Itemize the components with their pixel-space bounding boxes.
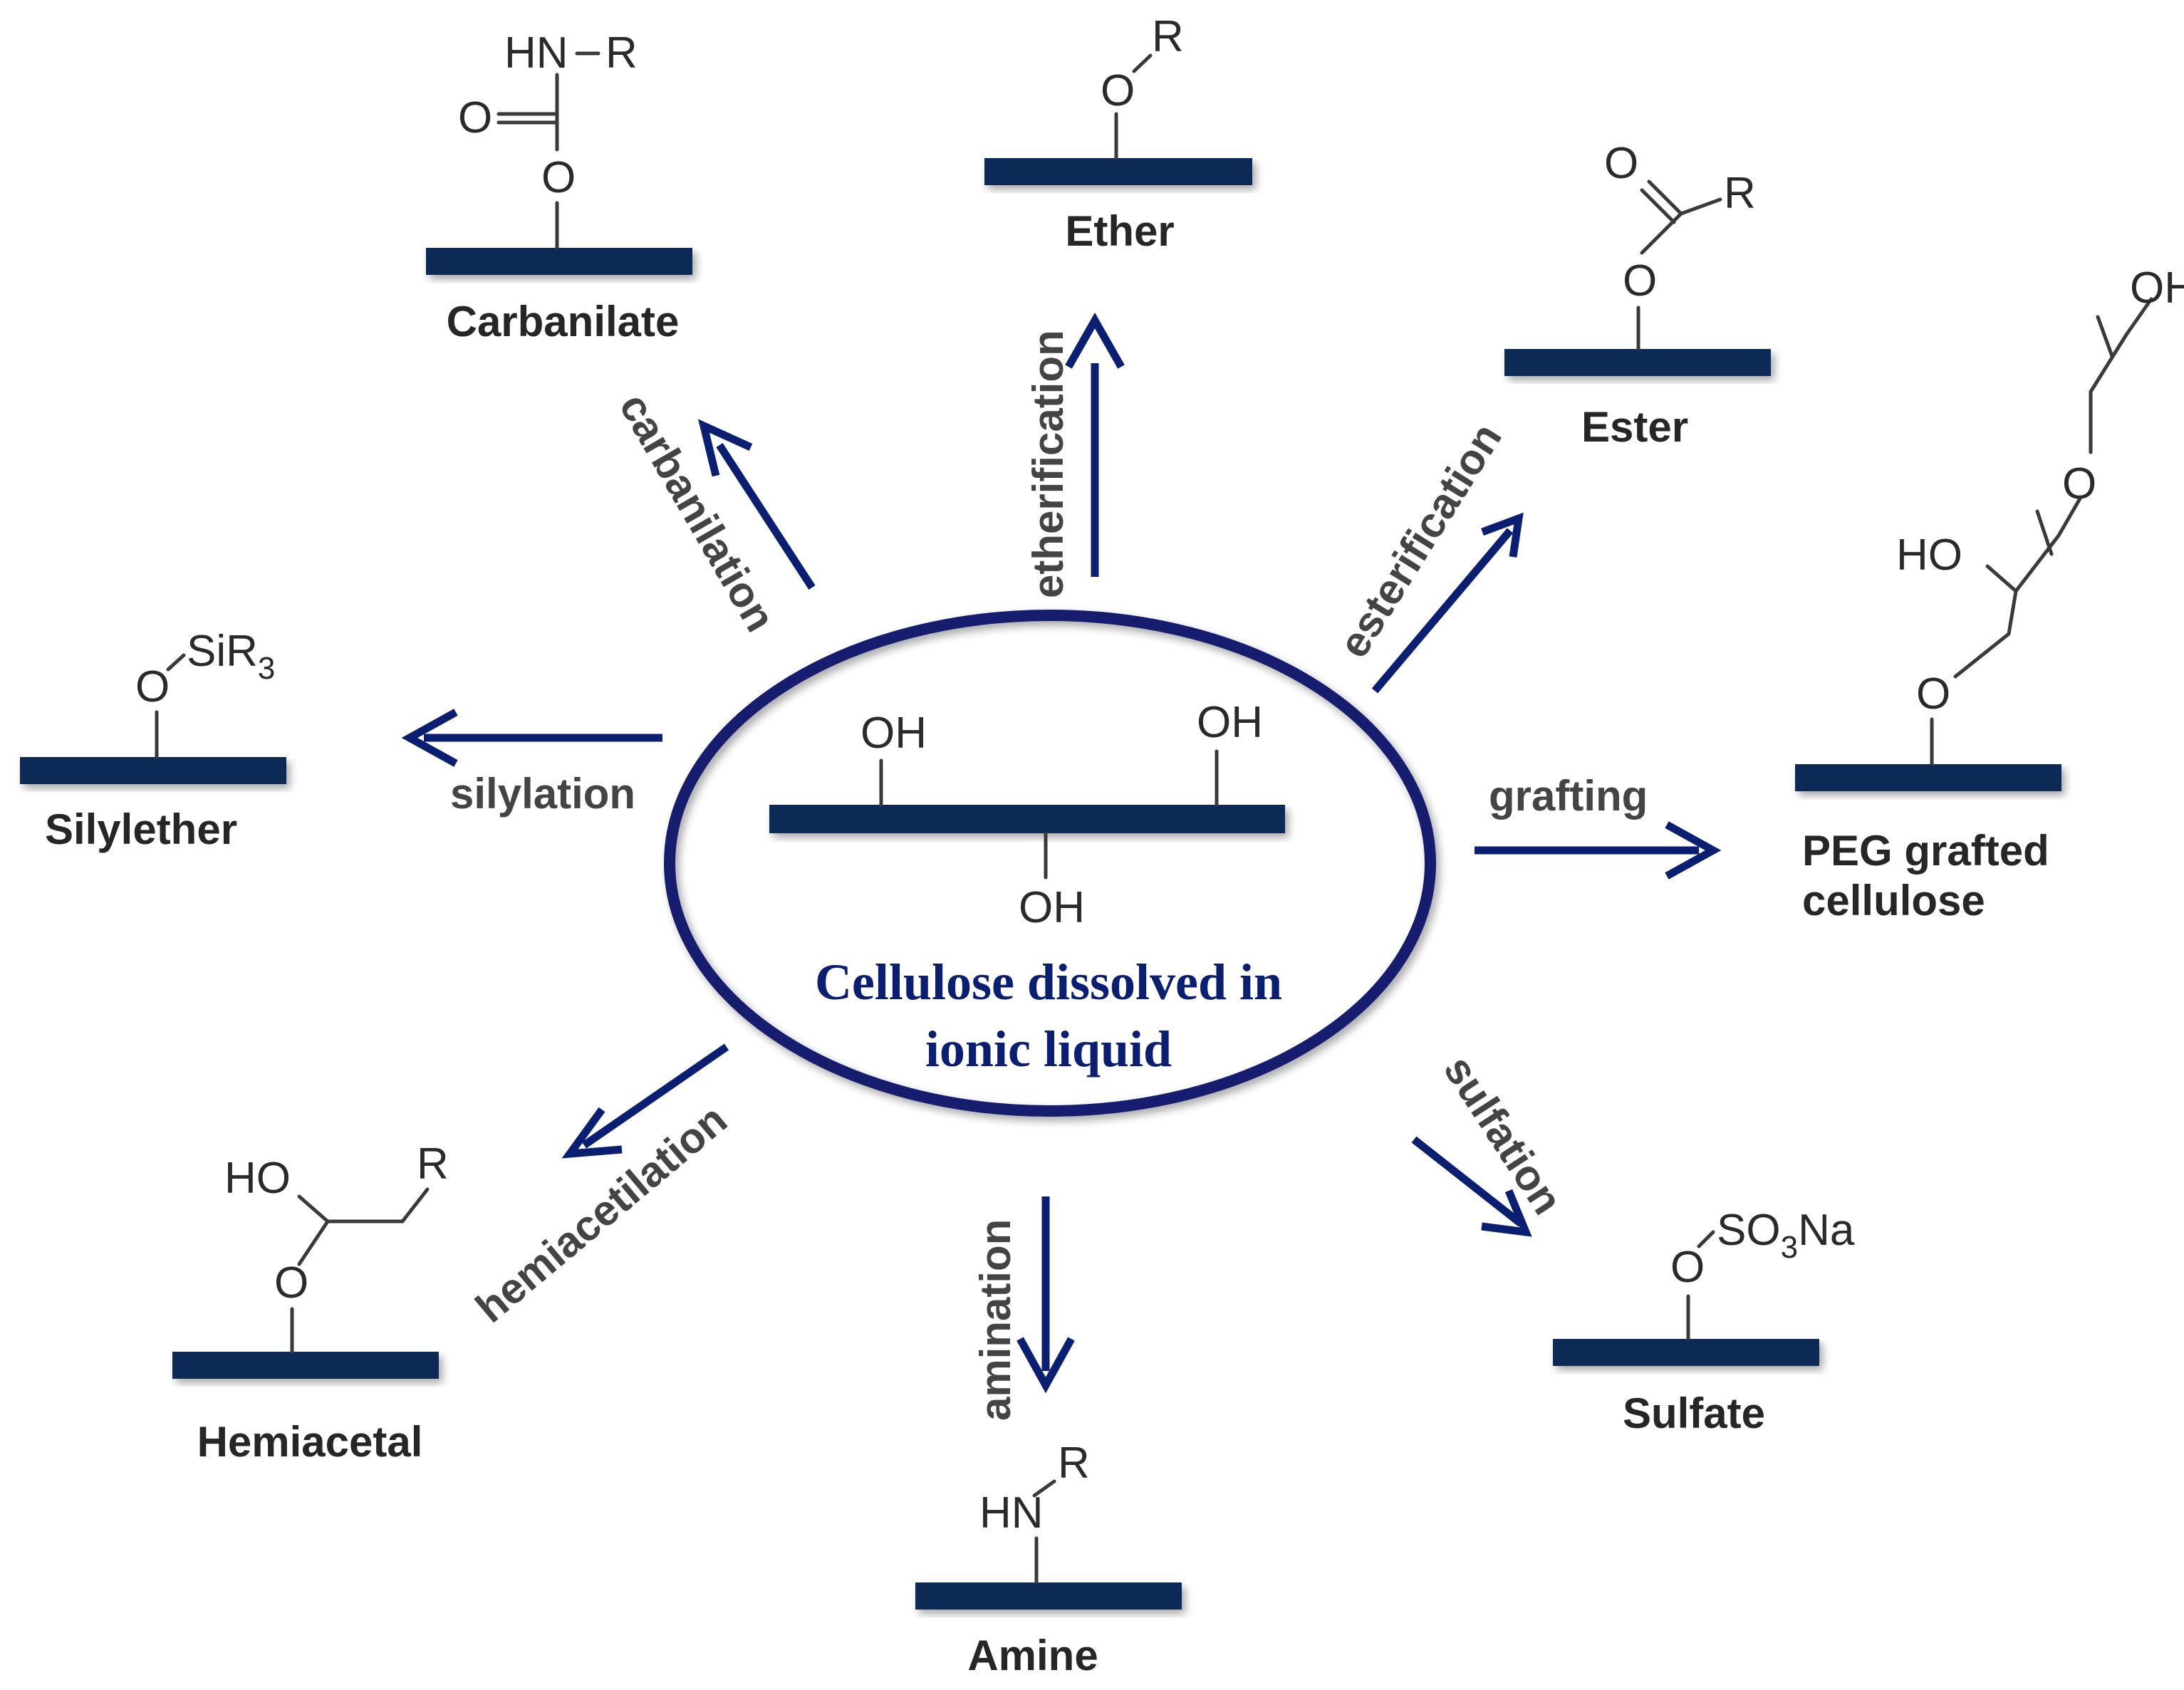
carbanilate-o-carbonyl: O bbox=[458, 93, 492, 142]
arrows bbox=[401, 312, 1722, 1394]
sulfate-o: O bbox=[1670, 1243, 1705, 1292]
carbanilate-bar bbox=[426, 248, 692, 275]
ionic-liquid-ellipse bbox=[664, 610, 1436, 1117]
amine-hn: HN bbox=[979, 1488, 1044, 1538]
ester-o-link: O bbox=[1623, 256, 1657, 306]
hemiacetal-r: R bbox=[417, 1139, 449, 1189]
amine-r: R bbox=[1058, 1439, 1090, 1488]
peg-oh-top: OH bbox=[2130, 264, 2184, 313]
product-hemiacetal: O HO R Hemiacetal bbox=[172, 1139, 449, 1466]
center-oh-left: OH bbox=[860, 709, 927, 758]
arrow-sulfation bbox=[1411, 1136, 1532, 1237]
cellulose-backbone-bar bbox=[769, 805, 1285, 833]
center-title-line1: Cellulose dissolved in bbox=[815, 954, 1282, 1011]
arrow-amination bbox=[1016, 1196, 1075, 1394]
hemiacetal-o: O bbox=[274, 1258, 308, 1308]
arrow-silylation bbox=[401, 709, 662, 767]
product-amine: HN R Amine bbox=[915, 1439, 1182, 1679]
center-title-line2: ionic liquid bbox=[925, 1021, 1172, 1078]
peg-ho: HO bbox=[1896, 531, 1962, 580]
peg-o-link: O bbox=[1916, 669, 1950, 719]
ester-bar bbox=[1504, 349, 1771, 376]
ether-o: O bbox=[1101, 66, 1135, 115]
label-amination: amination bbox=[972, 1219, 1019, 1421]
peg-o-chain: O bbox=[2062, 459, 2096, 508]
label-sulfation: sulfation bbox=[1435, 1048, 1571, 1223]
carbanilate-label: Carbanilate bbox=[447, 298, 680, 345]
hemiacetal-bar bbox=[172, 1352, 439, 1379]
product-carbanilate: O O HN R Carbanilate bbox=[426, 28, 692, 345]
sulfate-so3na: SO3Na bbox=[1717, 1206, 1855, 1265]
arrow-carbanilation bbox=[697, 419, 816, 590]
arrow-grafting bbox=[1475, 821, 1722, 880]
amine-label: Amine bbox=[967, 1632, 1098, 1679]
product-peg: O HO O OH PEG grafted cellulose bbox=[1795, 264, 2184, 924]
arrow-etherification bbox=[1065, 312, 1125, 577]
silylether-bar bbox=[20, 757, 286, 784]
ether-bar bbox=[984, 158, 1252, 185]
silylether-o: O bbox=[135, 662, 170, 711]
center-oh-bottom: OH bbox=[1019, 883, 1085, 932]
silylether-label: Silylether bbox=[45, 805, 237, 853]
sulfate-label: Sulfate bbox=[1623, 1389, 1765, 1437]
ester-label: Ester bbox=[1581, 403, 1688, 451]
silylether-si: SiR3 bbox=[187, 627, 275, 686]
carbanilate-o-link: O bbox=[541, 153, 576, 202]
product-ether: O R Ether bbox=[984, 12, 1252, 255]
center-oh-right: OH bbox=[1197, 698, 1263, 747]
ether-label: Ether bbox=[1065, 207, 1174, 255]
peg-bar bbox=[1795, 764, 2061, 791]
ester-o-carbonyl: O bbox=[1604, 139, 1638, 188]
peg-label-line1: PEG grafted bbox=[1802, 827, 2049, 875]
label-carbanilation: carbanilation bbox=[610, 385, 785, 640]
ester-r: R bbox=[1724, 169, 1756, 218]
arrow-hemiacetilation bbox=[561, 1043, 729, 1159]
label-grafting: grafting bbox=[1489, 772, 1648, 820]
label-silylation: silylation bbox=[450, 770, 635, 818]
amine-bar bbox=[915, 1582, 1182, 1610]
hemiacetal-ho: HO bbox=[224, 1154, 291, 1203]
sulfate-bar bbox=[1553, 1339, 1819, 1366]
ether-r: R bbox=[1152, 12, 1184, 61]
center-group: OH OH OH Cellulose dissolved in ionic li… bbox=[664, 610, 1436, 1117]
hemiacetal-label: Hemiacetal bbox=[197, 1418, 423, 1466]
product-ester: O O R Ester bbox=[1504, 139, 1771, 451]
product-sulfate: O SO3Na Sulfate bbox=[1553, 1206, 1855, 1437]
label-etherification: etherification bbox=[1024, 330, 1072, 598]
carbanilate-r: R bbox=[605, 28, 638, 78]
arrow-esterification bbox=[1371, 512, 1524, 694]
label-esterification: esterification bbox=[1329, 415, 1511, 666]
carbanilate-hn: HN bbox=[504, 28, 568, 78]
product-silylether: O SiR3 Silylether bbox=[20, 627, 286, 853]
peg-label-line2: cellulose bbox=[1802, 877, 1985, 924]
